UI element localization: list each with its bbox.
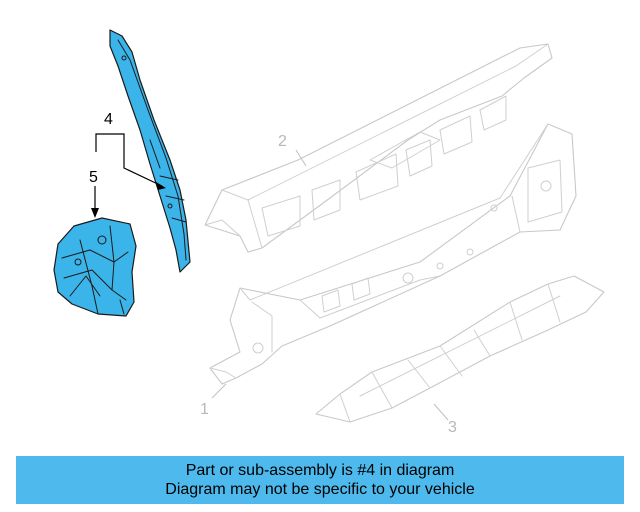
- callout-1: 1: [200, 401, 209, 418]
- parts-diagram: 4 5 2 1 3: [53, 29, 605, 436]
- caption-line-1: Part or sub-assembly is #4 in diagram: [185, 462, 455, 479]
- caption-banner: Part or sub-assembly is #4 in diagram Di…: [16, 456, 624, 504]
- part-4-pillar: [109, 29, 191, 273]
- caption-line-2: Diagram may not be specific to your vehi…: [165, 481, 475, 498]
- part-3-reinforcement: [315, 275, 605, 423]
- leader-lines: [91, 133, 449, 421]
- callout-3: 3: [448, 419, 457, 436]
- part-1-lower-panel: [209, 123, 577, 385]
- callout-2: 2: [278, 133, 287, 150]
- part-5-bracket: [53, 217, 137, 317]
- part-2-upper-panel: [204, 43, 553, 253]
- callout-4: 4: [104, 111, 113, 128]
- callout-5: 5: [89, 169, 98, 186]
